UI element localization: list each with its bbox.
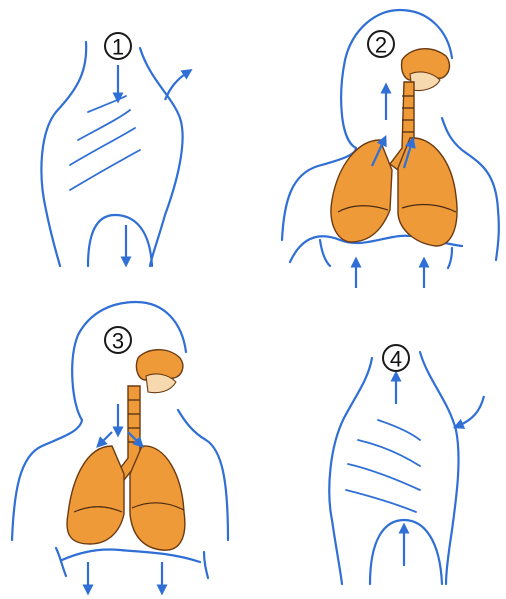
rib-line bbox=[358, 440, 420, 466]
diaphragm bbox=[62, 549, 200, 562]
rib-line bbox=[70, 128, 135, 165]
panel-number: 2 bbox=[375, 33, 387, 58]
torso-outline bbox=[329, 358, 372, 584]
panel-number-badge: 3 bbox=[105, 327, 131, 354]
lungs-icon bbox=[130, 446, 185, 550]
panel-2: 2 bbox=[282, 10, 499, 288]
panel-number: 3 bbox=[112, 329, 124, 354]
arrow-icon bbox=[100, 432, 112, 444]
rib-line bbox=[378, 420, 420, 440]
rib-line bbox=[346, 490, 416, 512]
torso-outline bbox=[420, 352, 459, 584]
arrow-icon bbox=[458, 396, 484, 426]
panel-3: 3 bbox=[12, 302, 228, 590]
rib-line bbox=[348, 464, 420, 490]
rib-line bbox=[88, 96, 126, 112]
diaphragm bbox=[88, 215, 152, 266]
panel-number-badge: 1 bbox=[105, 33, 131, 60]
panel-number: 1 bbox=[112, 35, 124, 60]
torso-outline bbox=[41, 42, 86, 266]
panel-number-badge: 4 bbox=[383, 345, 409, 372]
lungs-icon bbox=[67, 446, 124, 544]
lungs-icon bbox=[331, 140, 392, 242]
diaphragm bbox=[370, 520, 442, 584]
panel-number: 4 bbox=[390, 347, 402, 372]
panel-1: 1 bbox=[41, 33, 188, 266]
body-outline bbox=[56, 548, 208, 578]
rib-line bbox=[70, 150, 140, 190]
panel-number-badge: 2 bbox=[368, 31, 394, 58]
panel-4: 4 bbox=[329, 345, 484, 584]
lungs-icon bbox=[398, 138, 457, 246]
